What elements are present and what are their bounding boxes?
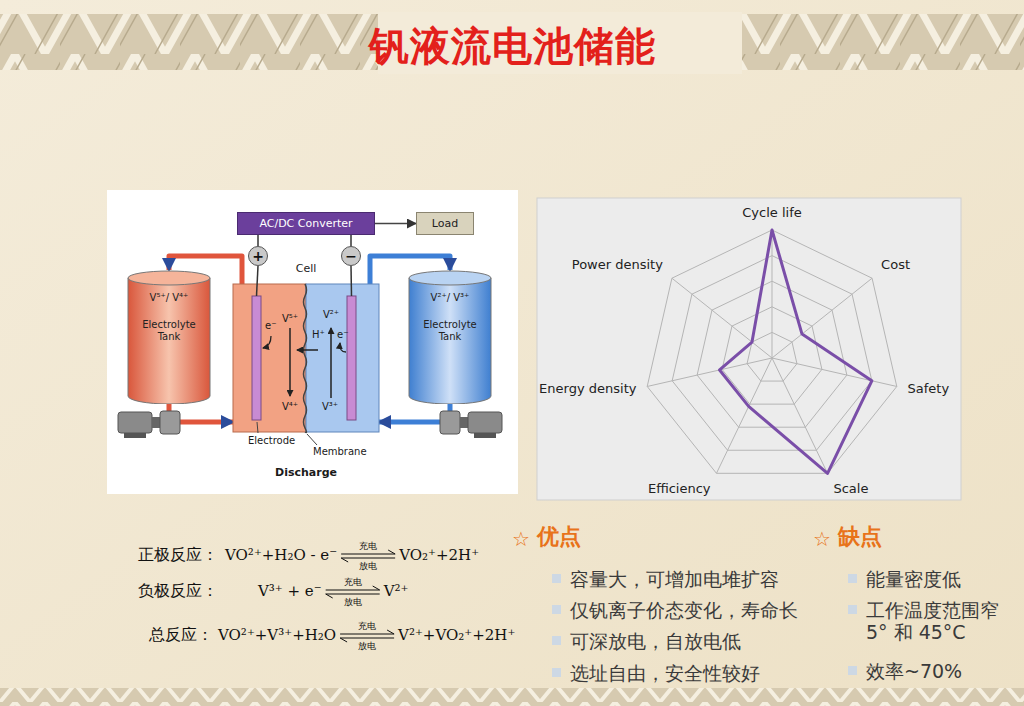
- electrolyte-tank: V⁵⁺/ V⁴⁺ Electrolyte Tank: [127, 270, 211, 404]
- node-text: V⁵⁺/ V⁴⁺: [134, 292, 204, 305]
- axis-label: Scale: [833, 481, 868, 497]
- membrane: [304, 284, 307, 433]
- equation-name: 总反应：: [149, 625, 213, 644]
- wire-connector: [257, 235, 259, 246]
- converter-box: AC/DC Converter: [237, 212, 375, 235]
- figure-label: Electrode: [248, 435, 295, 447]
- list-heading: ☆: [813, 527, 831, 551]
- electrode: [252, 296, 261, 420]
- equation-formula: VO²⁺+V³⁺+H₂O: [218, 626, 336, 644]
- bullet-square: [848, 605, 857, 614]
- figure-label: V²⁺: [323, 309, 339, 321]
- node-text: Electrolyte Tank: [415, 319, 485, 344]
- wire-connector: [375, 223, 416, 225]
- node-text: −: [345, 249, 357, 263]
- node-text: +: [252, 249, 264, 263]
- pump: [440, 411, 502, 438]
- electrolyte-pipe: [379, 404, 450, 422]
- figure-label: Membrane: [313, 446, 367, 458]
- node-text: Cell: [233, 262, 379, 275]
- axis-label: Energy density: [539, 381, 636, 397]
- axis-label: Cycle life: [742, 205, 801, 221]
- arrow-condition: 充电: [359, 541, 377, 552]
- list-heading: 缺点: [838, 524, 882, 550]
- list-item: 容量大，可增加电堆扩容: [570, 568, 779, 591]
- equation-formula: VO²⁺+H₂O - e⁻: [225, 546, 337, 564]
- bullet-square: [552, 636, 561, 645]
- radar-series: [720, 230, 872, 473]
- bullet-square: [552, 574, 561, 583]
- bullet-square: [552, 605, 561, 614]
- reaction-arrow: [330, 328, 332, 398]
- electrolyte-tank: V²⁺/ V³⁺ Electrolyte Tank: [408, 270, 492, 404]
- electron-arrow: [340, 343, 346, 352]
- axis-label: Cost: [881, 257, 910, 273]
- radar-chart: [647, 230, 897, 473]
- radar-spoke: [772, 230, 773, 358]
- equation-name: 负极反应：: [138, 581, 218, 600]
- cell-body: [233, 266, 379, 445]
- bullet-square: [848, 574, 857, 583]
- equation-formula: V³⁺ + e⁻: [258, 582, 322, 600]
- terminal-circle: +: [248, 246, 268, 266]
- leader-line: [257, 422, 258, 433]
- radar-spoke: [772, 358, 897, 386]
- arrow-condition: 充电: [358, 621, 376, 632]
- equation-formula: V²⁺+VO₂⁺+2H⁺: [398, 626, 515, 644]
- bottom-band: [0, 688, 1024, 706]
- figure-label: V⁵⁺: [282, 313, 298, 325]
- bullet-square: [552, 668, 561, 677]
- radar-spoke: [647, 358, 772, 386]
- list-item: 选址自由，安全性较好: [570, 662, 760, 685]
- equation-formula: VO₂⁺+2H⁺: [399, 546, 479, 564]
- figure-label: e⁻: [265, 320, 276, 332]
- list-item: 仅钒离子价态变化，寿命长: [570, 599, 798, 622]
- wire-connector: [350, 235, 352, 246]
- list-item: 工作温度范围窄 5° 和 45°C: [866, 599, 1016, 643]
- list-heading: 优点: [537, 524, 581, 550]
- figure-label: Discharge: [275, 466, 337, 479]
- node-text: AC/DC Converter: [259, 217, 352, 230]
- figure-label: V³⁺: [322, 401, 338, 413]
- proton-arrow: [297, 349, 318, 351]
- radar-spoke: [772, 358, 828, 473]
- arrow-condition: 放电: [358, 641, 376, 652]
- arrow-condition: 放电: [359, 561, 377, 572]
- electron-arrow: [263, 336, 271, 348]
- terminal-circle: −: [341, 246, 361, 266]
- pump: [118, 411, 180, 438]
- chart-panel: [537, 198, 961, 500]
- radar-grid: [647, 230, 897, 473]
- list-item: 可深放电，自放电低: [570, 630, 741, 653]
- node-text: Load: [432, 217, 458, 230]
- figure-label: V⁴⁺: [282, 401, 298, 413]
- arrow-condition: 充电: [344, 577, 362, 588]
- axis-label: Power density: [572, 257, 663, 273]
- list-heading: ☆: [512, 527, 530, 551]
- figure-label: e⁻: [337, 329, 348, 341]
- electrode: [347, 296, 356, 420]
- slide-title: 钒液流电池储能: [0, 20, 1024, 72]
- leader-line: [307, 434, 317, 445]
- load-box: Load: [416, 212, 474, 235]
- node-text: Electrolyte Tank: [134, 319, 204, 344]
- list-item: 能量密度低: [866, 568, 961, 591]
- equation-formula: V²⁺: [384, 582, 409, 600]
- terminal-wire: [257, 266, 259, 296]
- list-item: 效率~70%: [866, 660, 962, 683]
- equation-name: 正极反应：: [138, 545, 218, 564]
- node-text: V²⁺/ V³⁺: [415, 292, 485, 305]
- cell-stack: Cell: [233, 284, 379, 432]
- terminal-wire: [350, 266, 352, 296]
- arrow-condition: 放电: [344, 597, 362, 608]
- figure-label: H⁺: [312, 329, 325, 341]
- figure-panel: [107, 190, 518, 494]
- axis-label: Safety: [908, 381, 950, 397]
- reaction-arrow: [289, 328, 291, 396]
- axis-label: Efficiency: [648, 481, 711, 497]
- bullet-square: [848, 666, 857, 675]
